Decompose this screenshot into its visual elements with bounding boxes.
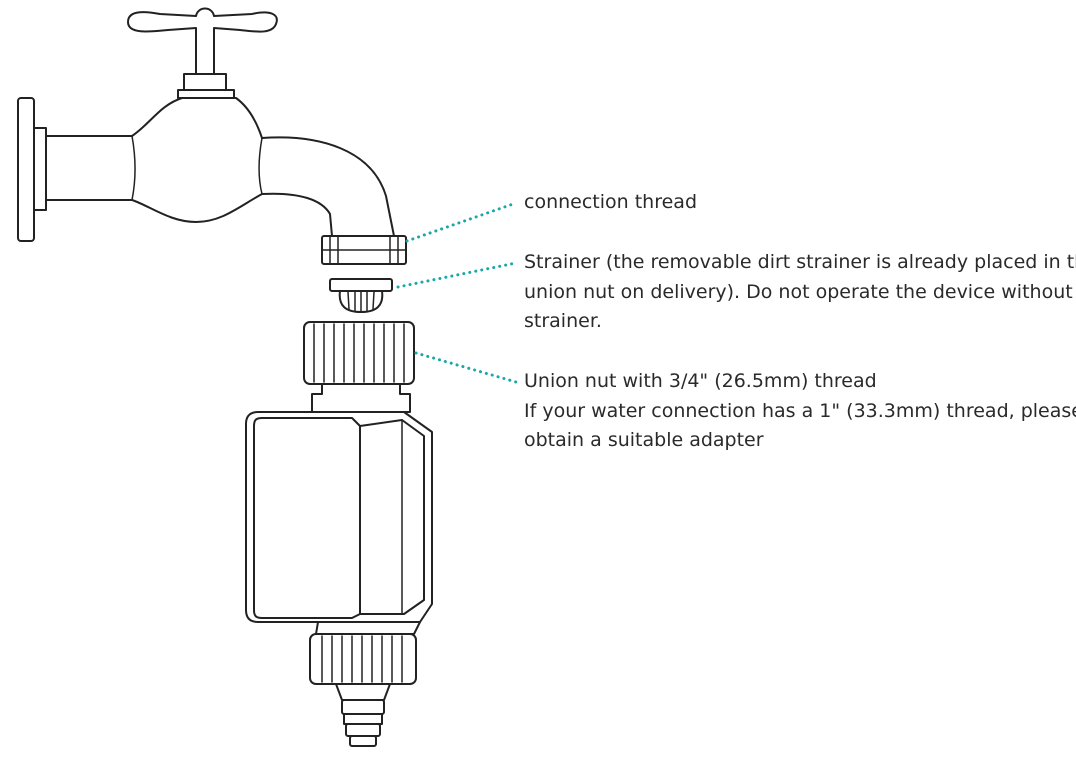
leader-connection-thread [405,201,518,243]
leader-strainer [396,261,518,289]
label-strainer-line-2: union nut on delivery). Do not operate t… [524,280,1076,303]
timer-bottom-neck [315,621,421,635]
label-union-nut-line-1: Union nut with 3/4" (26.5mm) thread [524,370,877,392]
union-nut-top [303,321,415,385]
label-union-nut: Union nut with 3/4" (26.5mm) thread If y… [524,367,1076,456]
hose-connector [335,683,391,747]
label-union-nut-line-2: If your water connection has a 1" (33.3m… [524,399,1076,422]
label-strainer-line-1: Strainer (the removable dirt strainer is… [524,251,1076,273]
wall-flange [17,97,47,242]
strainer [329,278,393,313]
label-strainer-line-3: strainer. [524,310,602,332]
label-connection-thread: connection thread [524,188,697,218]
timer-housing [245,411,433,623]
label-connection-thread-text: connection thread [524,191,698,213]
timer-neck [311,383,411,413]
label-union-nut-line-3: obtain a suitable adapter [524,429,764,451]
union-nut-bottom [309,633,417,685]
tap-handle [127,7,278,99]
leader-lines [396,201,518,384]
connection-thread [321,235,407,265]
faucet-body [45,97,395,237]
label-strainer: Strainer (the removable dirt strainer is… [524,248,1076,337]
leader-union-nut [414,351,518,384]
